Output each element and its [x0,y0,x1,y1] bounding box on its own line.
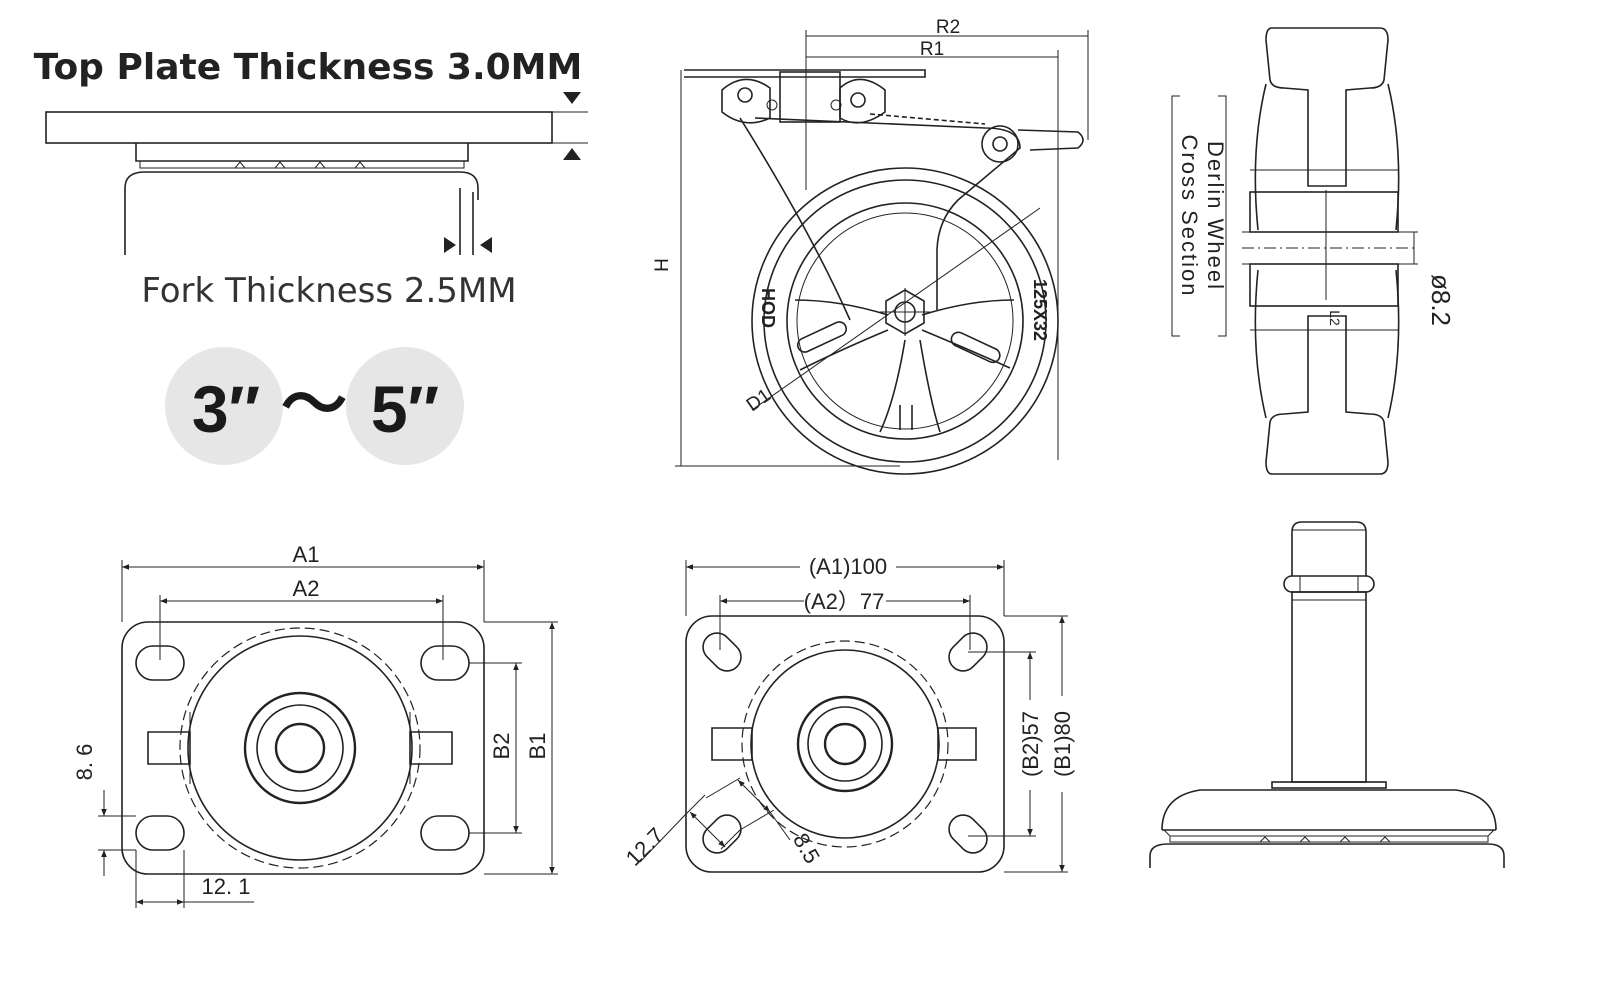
bolt-slot [420,645,470,681]
fork-body [124,171,479,255]
plate-generic: A1 A2 B1 B2 8. 6 12. 1 [72,542,558,908]
arrow-right-icon [444,237,456,253]
brake-pedal [1017,129,1084,151]
plate-outline [121,621,485,875]
dim-A2: A2 [293,576,320,601]
inner-dimension: L2 [1327,310,1343,326]
swivel-top-plate [684,69,926,78]
stem-fork-body [1149,843,1505,868]
wheel-cross-section: ø8.2 L2 Derlin Wheel Cross Section [1171,27,1456,475]
dim-A1: A1 [293,542,320,567]
dim-B2: B2 [489,733,514,760]
dim-R1: R1 [920,39,944,60]
tire-size-text: 125X32 [1030,279,1050,341]
bearing-balls [150,161,454,169]
dim-A1-value: (A1)100 [809,554,887,579]
bolt-slot [702,632,742,672]
top-plate [45,111,553,144]
wheel-outer [751,167,1059,475]
axle-diameter: ø8.2 [1426,274,1456,326]
title-bracket-right [1218,95,1227,337]
badge-min [165,347,283,465]
stem-cap [1291,521,1367,576]
hub-upper [1249,191,1399,233]
cross-section-title-2: Cross Section [1177,135,1202,298]
hub-lower [1249,263,1399,307]
dim-slot-width: 8. 6 [72,744,97,781]
kingpin-section [779,71,841,123]
arrow-left-icon [480,237,492,253]
bolt-slot [948,632,988,672]
arrow-up-icon [563,148,581,160]
stem-ring [1283,575,1375,593]
arrow-down-icon [563,92,581,104]
bolt-slot [420,815,470,851]
dim-A2-value: (A2）77 [804,589,885,614]
title-bracket-left [1171,95,1180,337]
stem-side-view [1149,521,1505,868]
stem-shaft [1291,591,1367,783]
size-range: 3″ 〜 5″ [165,347,464,465]
dim-D1: D1 [743,385,775,416]
size-separator: 〜 [281,367,347,441]
bolt-slot [135,815,185,851]
dim-B2-value: (B2)57 [1018,711,1043,777]
thickness-detail: Top Plate Thickness 3.0MM Fork Thickness… [34,47,588,311]
cross-section-title-1: Derlin Wheel [1203,141,1228,291]
plate-outline [685,615,1005,873]
dim-B1-value: (B1)80 [1050,711,1075,777]
caster-side-view: H R2 R1 [652,17,1089,475]
top-plate-thickness-label: Top Plate Thickness 3.0MM [34,47,583,88]
dim-slot-length: 12. 1 [202,874,251,899]
tread-top [1265,27,1389,187]
fork-thickness-label: Fork Thickness 2.5MM [141,271,516,311]
badge-max [346,347,464,465]
dim-R2: R2 [936,17,960,38]
plate-spec: (A1)100 (A2）77 (B1)80 (B2)57 12.7 8.5 [621,552,1076,873]
fork-leg [739,117,851,321]
dim-B1: B1 [525,733,550,760]
dim-H: H [652,258,673,272]
tread-bottom [1265,315,1389,475]
dim-slot-length-value: 12.7 [621,823,669,871]
stem-plate-top [1161,789,1497,831]
hub-brand-text: HOD [758,288,778,328]
bolt-slot [702,814,742,854]
brake-pivot [981,125,1019,163]
wheel-rim [786,202,1024,440]
wheel-spokes [794,299,1015,433]
size-min: 3″ [192,372,260,446]
dim-D1-line [751,207,1041,411]
size-max: 5″ [371,372,439,446]
bolt-slot [948,814,988,854]
